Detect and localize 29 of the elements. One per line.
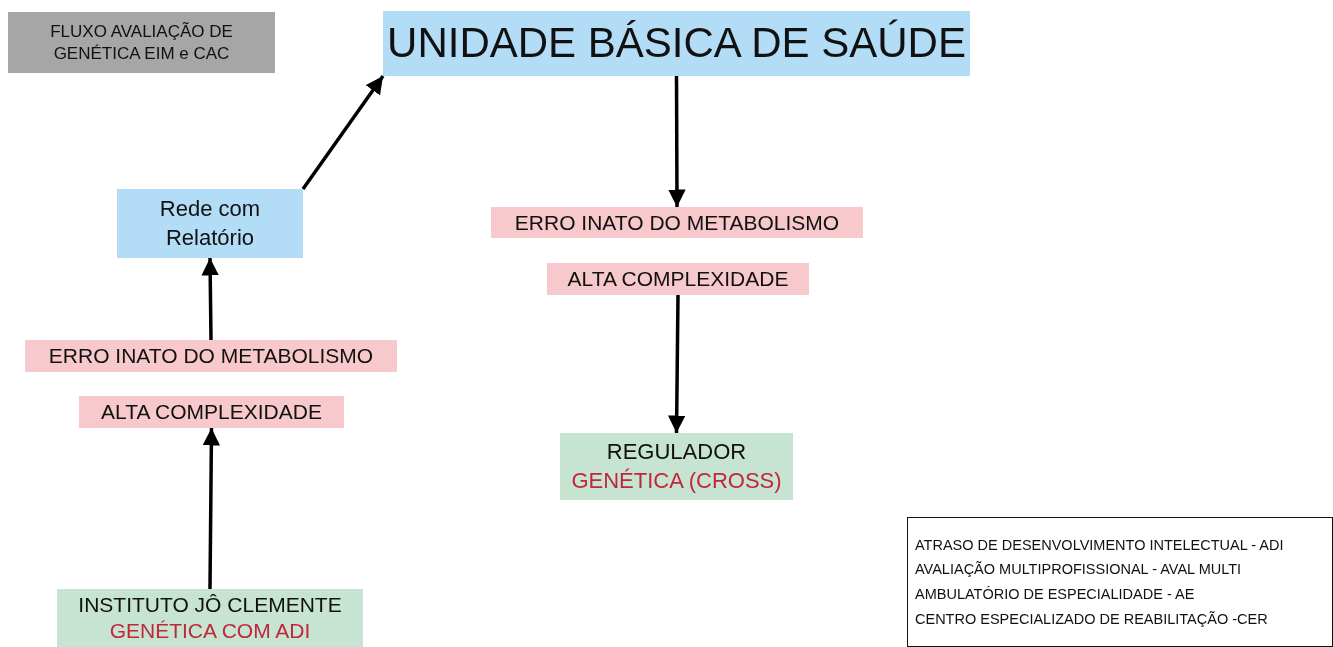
box-text: ERRO INATO DO METABOLISMO bbox=[514, 209, 840, 236]
arrow bbox=[668, 76, 686, 207]
box-text: INSTITUTO JÔ CLEMENTE bbox=[78, 591, 342, 618]
arrow bbox=[201, 257, 219, 341]
arrow bbox=[301, 75, 385, 190]
box-text: Rede com Relatório bbox=[158, 194, 262, 252]
arrow bbox=[667, 295, 686, 433]
arrow bbox=[202, 428, 221, 589]
category-box bbox=[25, 340, 397, 372]
box-text: AMBULATÓRIO DE ESPECIALIDADE - AE bbox=[915, 585, 1195, 604]
category-box bbox=[491, 207, 863, 238]
box-text: ALTA COMPLEXIDADE bbox=[567, 266, 789, 292]
process-box bbox=[117, 189, 303, 258]
box-text: AVALIAÇÃO MULTIPROFISSIONAL - AVAL MULTI bbox=[915, 560, 1242, 580]
box-text: ALTA COMPLEXIDADE bbox=[101, 399, 322, 425]
box-text: CENTRO ESPECIALIZADO DE REABILITAÇÃO -CER bbox=[915, 609, 1268, 629]
box-text: GENÉTICA COM ADI bbox=[109, 618, 311, 644]
legend-box bbox=[907, 517, 1333, 647]
service-box bbox=[560, 433, 793, 500]
category-box bbox=[547, 263, 809, 295]
title-box: FLUXO AVALIAÇÃO DE GENÉTICA EIM e CAC bbox=[8, 12, 275, 73]
box-text: ATRASO DE DESENVOLVIMENTO INTELECTUAL - ADI bbox=[915, 535, 1284, 555]
category-box bbox=[79, 396, 344, 428]
process-box bbox=[383, 11, 970, 76]
box-text: UNIDADE BÁSICA DE SAÚDE bbox=[387, 20, 966, 67]
service-box bbox=[57, 589, 363, 647]
box-text: GENÉTICA (CROSS) bbox=[571, 466, 782, 495]
box-text: REGULADOR bbox=[606, 437, 747, 466]
box-text: ERRO INATO DO METABOLISMO bbox=[48, 343, 374, 369]
